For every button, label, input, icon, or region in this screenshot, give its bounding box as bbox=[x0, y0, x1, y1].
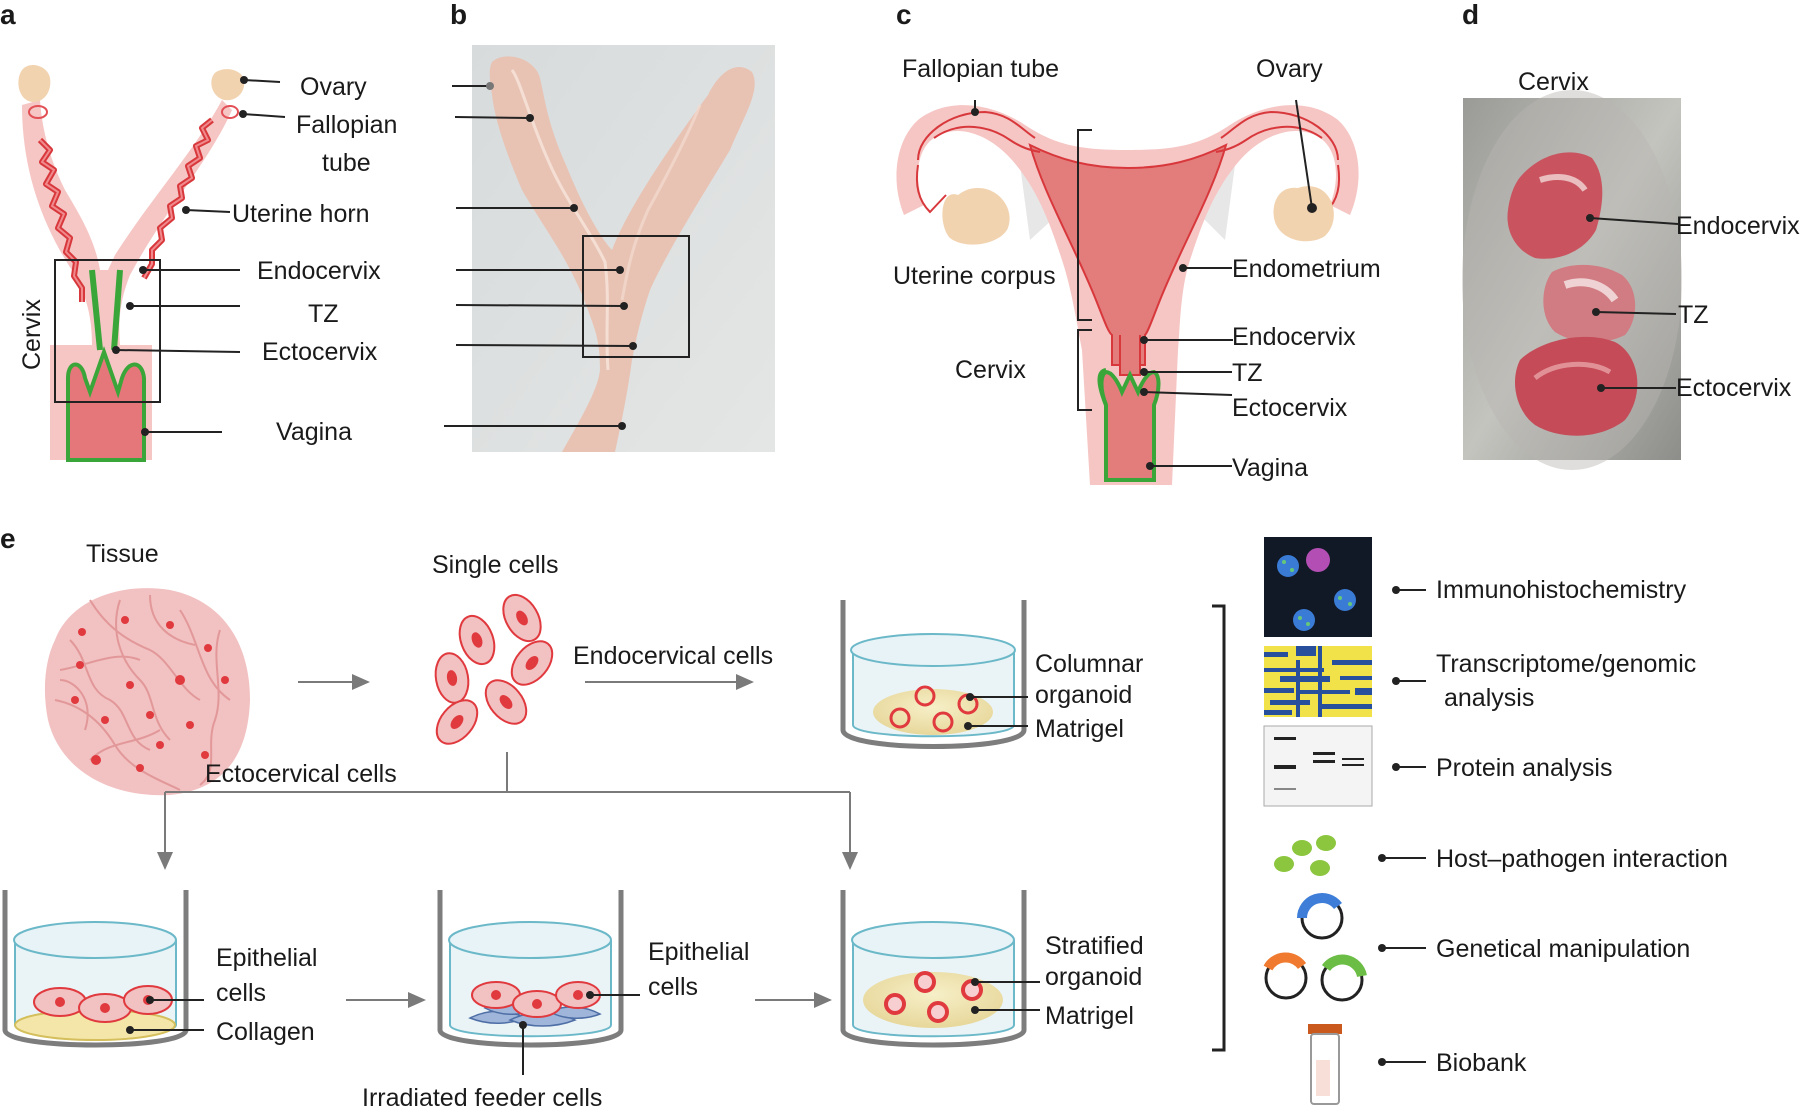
right-ovary bbox=[211, 69, 245, 101]
label-c-cervix: Cervix bbox=[955, 356, 1026, 384]
label-d-ectocervix: Ectocervix bbox=[1676, 374, 1792, 402]
vagina-human bbox=[1099, 369, 1161, 482]
label-app-transcriptome-1: Transcriptome/genomic bbox=[1436, 650, 1696, 678]
dish-feeder bbox=[437, 890, 624, 1048]
applications-leaders bbox=[1378, 586, 1426, 1066]
label-a-uterine-horn: Uterine horn bbox=[232, 200, 370, 228]
panel-c-leaders bbox=[971, 99, 1317, 470]
label-app-host-pathogen: Host–pathogen interaction bbox=[1436, 845, 1728, 873]
panel-b-leaders bbox=[444, 82, 637, 430]
label-c-fallopian-tube: Fallopian tube bbox=[902, 55, 1059, 83]
label-app-ihc: Immunohistochemistry bbox=[1436, 576, 1687, 604]
label-e-stratified-2: organoid bbox=[1045, 963, 1142, 991]
cervix-ecto-epithelium bbox=[89, 269, 123, 351]
label-app-biobank: Biobank bbox=[1436, 1049, 1527, 1077]
panel-a-diagram: Cervix bbox=[18, 64, 245, 462]
dish-stratified bbox=[840, 890, 1027, 1048]
panel-c-diagram bbox=[896, 105, 1359, 485]
left-ovary-human bbox=[942, 188, 1010, 245]
dish-collagen bbox=[2, 890, 189, 1048]
right-ovary-human bbox=[1273, 186, 1334, 242]
label-d-tz: TZ bbox=[1678, 301, 1709, 329]
label-c-ectocervix: Ectocervix bbox=[1232, 394, 1348, 422]
label-d-title: Cervix bbox=[1518, 68, 1589, 96]
label-e-epithelial-mid-2: cells bbox=[648, 973, 698, 1001]
bacteria-icon bbox=[1274, 835, 1336, 876]
label-e-columnar-1: Columnar bbox=[1035, 650, 1143, 678]
label-a-ovary: Ovary bbox=[300, 73, 367, 101]
label-e-epithelial-left-1: Epithelial bbox=[216, 944, 317, 972]
label-e-endocervical-cells: Endocervical cells bbox=[573, 642, 773, 670]
label-e-matrigel-top: Matrigel bbox=[1035, 715, 1124, 743]
tissue-ectocervix bbox=[1515, 336, 1638, 436]
label-app-transcriptome-2: analysis bbox=[1444, 684, 1534, 712]
label-a-tz: TZ bbox=[308, 300, 339, 328]
single-cells-group bbox=[434, 593, 554, 745]
plasmid-icon bbox=[1263, 893, 1367, 1002]
label-e-epithelial-left-2: cells bbox=[216, 979, 266, 1007]
label-a-fallopian-2: tube bbox=[322, 149, 371, 177]
ihc-image bbox=[1264, 537, 1372, 637]
label-c-tz: TZ bbox=[1232, 359, 1263, 387]
tissue-endocervix bbox=[1507, 152, 1603, 259]
label-app-genetic: Genetical manipulation bbox=[1436, 935, 1690, 963]
biobank-tube-icon bbox=[1308, 1024, 1342, 1105]
panel-d-leaders bbox=[1586, 214, 1679, 392]
label-c-ovary: Ovary bbox=[1256, 55, 1323, 83]
label-c-vagina: Vagina bbox=[1232, 454, 1308, 482]
ectocervical-branch bbox=[157, 752, 858, 870]
panel-label-d: d bbox=[1462, 0, 1479, 30]
tissue-tz bbox=[1543, 264, 1636, 343]
label-a-endocervix: Endocervix bbox=[257, 257, 381, 285]
label-e-tissue: Tissue bbox=[86, 540, 159, 568]
heatmap-image bbox=[1264, 646, 1372, 717]
label-e-stratified-1: Stratified bbox=[1045, 932, 1144, 960]
panel-label-c: c bbox=[896, 0, 912, 30]
label-a-ectocervix: Ectocervix bbox=[262, 338, 378, 366]
panel-d-photo bbox=[1462, 90, 1682, 470]
tissue-blob bbox=[44, 588, 250, 796]
label-e-ectocervical-cells: Ectocervical cells bbox=[205, 760, 397, 788]
label-a-vagina: Vagina bbox=[276, 418, 352, 446]
label-e-matrigel-bottom: Matrigel bbox=[1045, 1002, 1134, 1030]
label-c-endometrium: Endometrium bbox=[1232, 255, 1381, 283]
applications-bracket bbox=[1212, 604, 1226, 1052]
tract-specimen bbox=[489, 56, 755, 452]
western-blot-image bbox=[1263, 725, 1373, 807]
panel-label-b: b bbox=[450, 0, 467, 30]
label-e-collagen: Collagen bbox=[216, 1018, 315, 1046]
label-e-epithelial-mid-1: Epithelial bbox=[648, 938, 749, 966]
panel-label-a: a bbox=[0, 0, 16, 30]
cervix-label-a: Cervix bbox=[18, 299, 46, 370]
label-d-endocervix: Endocervix bbox=[1676, 212, 1800, 240]
left-ovary bbox=[18, 64, 51, 103]
label-a-fallopian-1: Fallopian bbox=[296, 111, 397, 139]
label-c-uterine-corpus: Uterine corpus bbox=[893, 262, 1056, 290]
panel-b-photo bbox=[472, 45, 775, 452]
panel-a-leaders bbox=[112, 76, 286, 436]
label-c-endocervix: Endocervix bbox=[1232, 323, 1356, 351]
label-app-protein: Protein analysis bbox=[1436, 754, 1612, 782]
endometrium bbox=[1028, 143, 1228, 366]
label-e-single-cells: Single cells bbox=[432, 551, 558, 579]
label-e-columnar-2: organoid bbox=[1035, 681, 1132, 709]
panel-label-e: e bbox=[0, 523, 16, 554]
label-e-feeder: Irradiated feeder cells bbox=[362, 1084, 602, 1111]
dish-columnar bbox=[840, 600, 1027, 749]
